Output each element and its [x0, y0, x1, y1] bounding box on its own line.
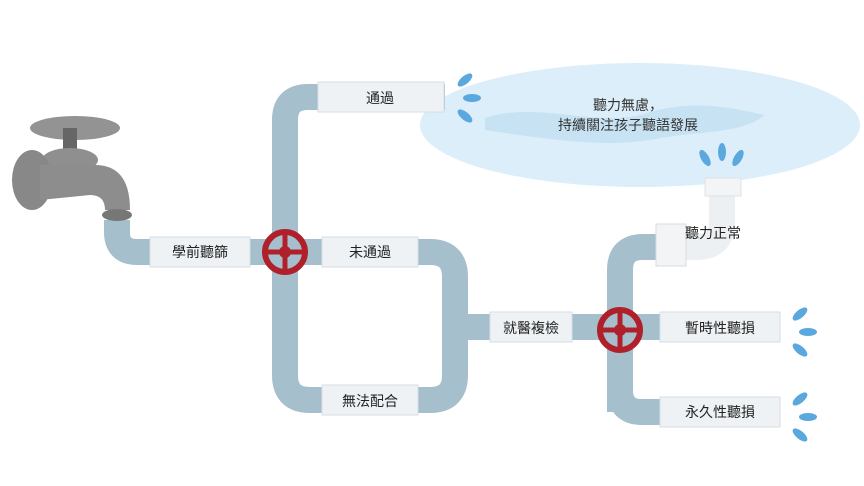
- label-normal: 聽力正常: [685, 226, 741, 242]
- label-screening: 學前聽篩: [172, 245, 228, 261]
- pipe-pass: [272, 84, 445, 252]
- label-unable: 無法配合: [342, 394, 398, 410]
- water-drops-icon: [457, 73, 817, 442]
- pipe-normal: [660, 185, 735, 260]
- faucet-icon: [12, 116, 132, 221]
- label-referral: 就醫複檢: [503, 321, 559, 337]
- label-fail: 未通過: [349, 245, 391, 261]
- valve-icon: [597, 307, 643, 353]
- pipe-inlet: [104, 220, 285, 265]
- pipe-fail: [272, 239, 468, 413]
- cloud-line-1: 聽力無慮，: [593, 98, 663, 114]
- pipe-permanent: [607, 389, 780, 425]
- water-ripple: [485, 105, 765, 143]
- cloud-line-2: 持續關注孩子聽語發展: [558, 118, 698, 134]
- pipe-normal-cap: [704, 177, 742, 197]
- label-temporary: 暫時性聽損: [685, 321, 755, 337]
- valve-icon: [262, 229, 308, 275]
- cloud-message: 聽力無慮， 持續關注孩子聽語發展: [558, 96, 698, 136]
- pipe-outcomes: [607, 234, 680, 412]
- label-permanent: 永久性聽損: [685, 405, 755, 421]
- label-pass: 通過: [366, 91, 394, 107]
